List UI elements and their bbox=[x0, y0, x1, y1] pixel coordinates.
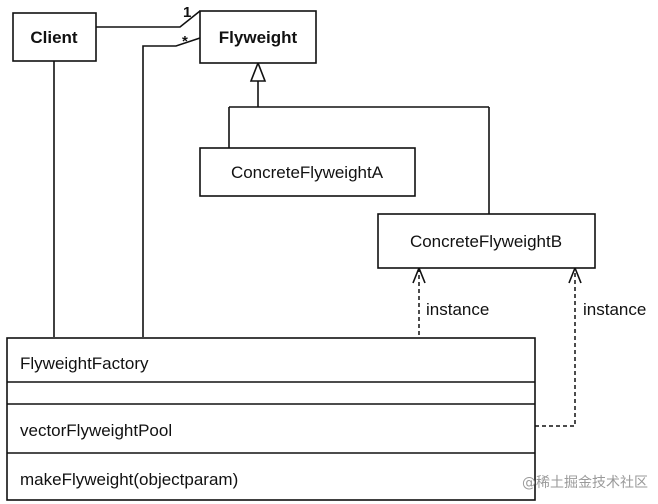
factory-attribute: vectorFlyweightPool bbox=[20, 421, 172, 440]
instance-label-right: instance bbox=[583, 300, 646, 319]
instance-dependency-right bbox=[535, 268, 576, 427]
flyweight-factory-class: FlyweightFactory vectorFlyweightPool mak… bbox=[6, 337, 536, 501]
factory-flyweight-association bbox=[142, 37, 201, 337]
concrete-flyweight-b-class: ConcreteFlyweightB bbox=[377, 213, 596, 269]
flyweight-class-name: Flyweight bbox=[219, 28, 298, 47]
concrete-flyweight-a-name: ConcreteFlyweightA bbox=[231, 163, 384, 182]
multiplicity-one: 1 bbox=[183, 4, 191, 21]
concrete-flyweight-a-class: ConcreteFlyweightA bbox=[199, 147, 416, 197]
client-flyweight-association bbox=[96, 10, 201, 28]
generalization-arrowhead bbox=[249, 60, 267, 82]
client-class-name: Client bbox=[30, 28, 78, 47]
multiplicity-many: * bbox=[182, 33, 188, 50]
concrete-flyweight-b-name: ConcreteFlyweightB bbox=[410, 232, 562, 251]
client-class: Client bbox=[12, 12, 97, 62]
factory-class-name: FlyweightFactory bbox=[20, 354, 149, 373]
instance-label-left: instance bbox=[426, 300, 489, 319]
watermark: @稀土掘金技术社区 bbox=[522, 475, 648, 491]
factory-operation: makeFlyweight(objectparam) bbox=[20, 470, 238, 489]
flyweight-class: Flyweight bbox=[199, 10, 317, 64]
